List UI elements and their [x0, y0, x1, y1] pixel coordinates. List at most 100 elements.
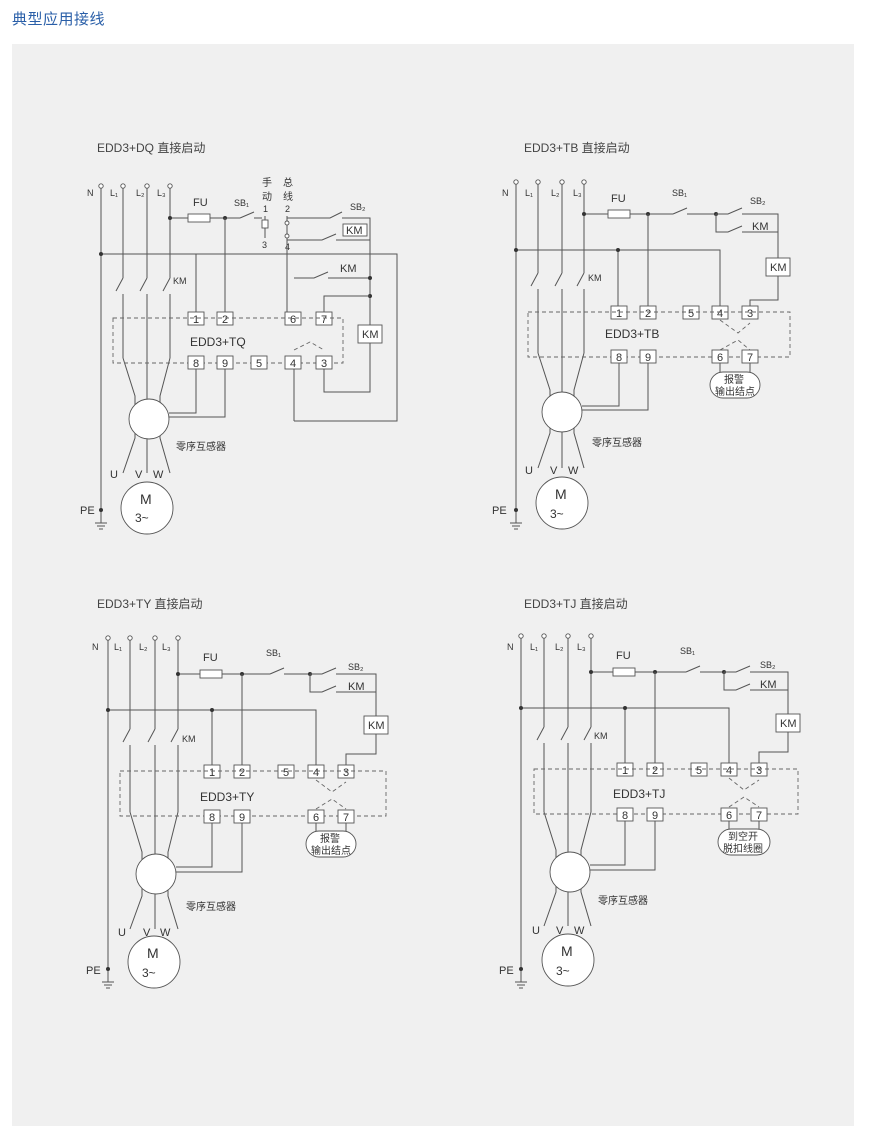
- motor-m: M: [140, 491, 152, 507]
- output-line-1: 报警: [320, 832, 340, 845]
- sb2-label: SB₂: [750, 196, 766, 206]
- wire-segment: [543, 743, 592, 812]
- wire-segment: [152, 635, 158, 641]
- wire-segment: [519, 967, 523, 971]
- wire-segment: [345, 734, 377, 766]
- wire-segment: [106, 708, 110, 712]
- wire-segment: [535, 179, 541, 185]
- fuse-label: FU: [193, 197, 208, 209]
- km-coil-label: KM: [770, 262, 787, 274]
- wire-segment: [284, 220, 290, 226]
- terminal-label: 8: [209, 812, 215, 824]
- wire-segment: [537, 289, 585, 353]
- phase-u: U: [110, 469, 118, 481]
- alarm-output-bubble: [709, 371, 761, 399]
- wire-segment: [513, 179, 519, 185]
- wire-segment: [129, 640, 179, 729]
- control-bus: [101, 253, 398, 422]
- motor-m: M: [555, 486, 567, 502]
- km-coil-label: KM: [780, 718, 797, 730]
- output-line-2: 输出结点: [311, 844, 351, 857]
- terminal-label: 8: [616, 352, 622, 364]
- wire-segment: [294, 271, 370, 279]
- switch-pos-1: 1: [263, 204, 268, 214]
- wire-segment: [210, 708, 214, 712]
- wiring-diagram-tb-svg: EDD3+TB 直接启动 N L₁ L₂ L₃ KM 零序互感器 U V W M…: [492, 140, 791, 530]
- wire-segment: [269, 667, 310, 675]
- motor-m: M: [561, 943, 573, 959]
- phase-v: V: [550, 465, 558, 477]
- terminal-label: 8: [193, 358, 199, 370]
- wire-segment: [293, 341, 325, 351]
- rail-label-l1: L₁: [525, 188, 533, 198]
- phase-u: U: [532, 925, 540, 937]
- phase-v: V: [143, 927, 151, 939]
- wiring-diagram-ty: EDD3+TY 直接启动 N L₁ L₂ L₃ KM 零序互感器 U V W M…: [0, 584, 410, 1024]
- wire-segment: [167, 183, 173, 189]
- wire-segment: [728, 821, 760, 830]
- wiring-diagram-tb: EDD3+TB 直接启动 N L₁ L₂ L₃ KM 零序互感器 U V W M…: [428, 128, 838, 568]
- switch-bus-2: 线: [283, 190, 293, 203]
- wiring-diagram-ty-svg: EDD3+TY 直接启动 N L₁ L₂ L₃ KM 零序互感器 U V W M…: [86, 596, 389, 989]
- terminal-label: 4: [313, 767, 319, 779]
- km-aux-label: KM: [348, 681, 365, 693]
- wire-segment: [122, 294, 171, 358]
- rail-label-l1: L₁: [114, 642, 122, 652]
- wire-segment: [239, 211, 262, 219]
- zero-sequence-ct: [541, 391, 583, 433]
- output-line-2: 输出结点: [715, 385, 755, 398]
- motor-3ph: 3~: [135, 511, 149, 525]
- motor: [535, 476, 589, 530]
- rail-label-l2: L₂: [136, 188, 145, 198]
- phase-w: W: [160, 927, 171, 939]
- module-label: EDD3+TJ: [613, 787, 665, 801]
- phase-w: W: [153, 469, 164, 481]
- wire-segment: [127, 635, 133, 641]
- sb1-label: SB₁: [680, 646, 695, 656]
- pe-label: PE: [492, 505, 507, 517]
- terminal-label: 3: [343, 767, 349, 779]
- rail-label-n: N: [507, 642, 514, 652]
- terminal-label: 1: [622, 765, 628, 777]
- wire-segment: [565, 633, 571, 639]
- terminal-label: 9: [222, 358, 228, 370]
- motor-3ph: 3~: [142, 966, 156, 980]
- diagram-title: EDD3+TY 直接启动: [97, 596, 202, 611]
- wire-segment: [617, 214, 649, 313]
- terminal-3: [315, 355, 333, 370]
- terminal-label: 2: [652, 765, 658, 777]
- ct-label: 零序互感器: [598, 894, 648, 907]
- terminal-1: [610, 305, 628, 320]
- switch-manual-2: 动: [262, 191, 272, 203]
- motor: [120, 481, 174, 535]
- rail-label-n: N: [502, 188, 509, 198]
- wire-segment: [582, 363, 649, 411]
- output-line-2: 脱扣线圈: [723, 842, 763, 855]
- diagram-title: EDD3+TB 直接启动: [524, 140, 630, 155]
- sb1-label: SB₁: [234, 198, 249, 208]
- wire-segment: [368, 276, 372, 280]
- module-label: EDD3+TB: [605, 327, 659, 341]
- switch-manual-1: 手: [262, 176, 272, 189]
- terminal-4: [307, 764, 325, 779]
- wire-segment: [758, 732, 789, 764]
- terminal-5: [250, 355, 268, 370]
- wire-segment: [537, 184, 585, 273]
- terminal-2: [646, 762, 664, 777]
- wire-segment: [581, 179, 587, 185]
- terminal-label: 6: [313, 812, 319, 824]
- terminal-label: 4: [290, 358, 296, 370]
- terminal-label: 7: [747, 352, 753, 364]
- terminal-label: 2: [239, 767, 245, 779]
- terminal-3: [750, 762, 768, 777]
- sb2-label: SB₂: [348, 662, 364, 672]
- wire-segment: [716, 207, 779, 260]
- phase-u: U: [525, 465, 533, 477]
- wire-segment: [719, 363, 751, 373]
- wire-segment: [175, 635, 181, 641]
- motor: [541, 933, 595, 987]
- km-aux-box: [342, 223, 368, 237]
- control-bus: [108, 709, 317, 766]
- wire-segment: [719, 319, 751, 351]
- wire-segment: [589, 670, 593, 674]
